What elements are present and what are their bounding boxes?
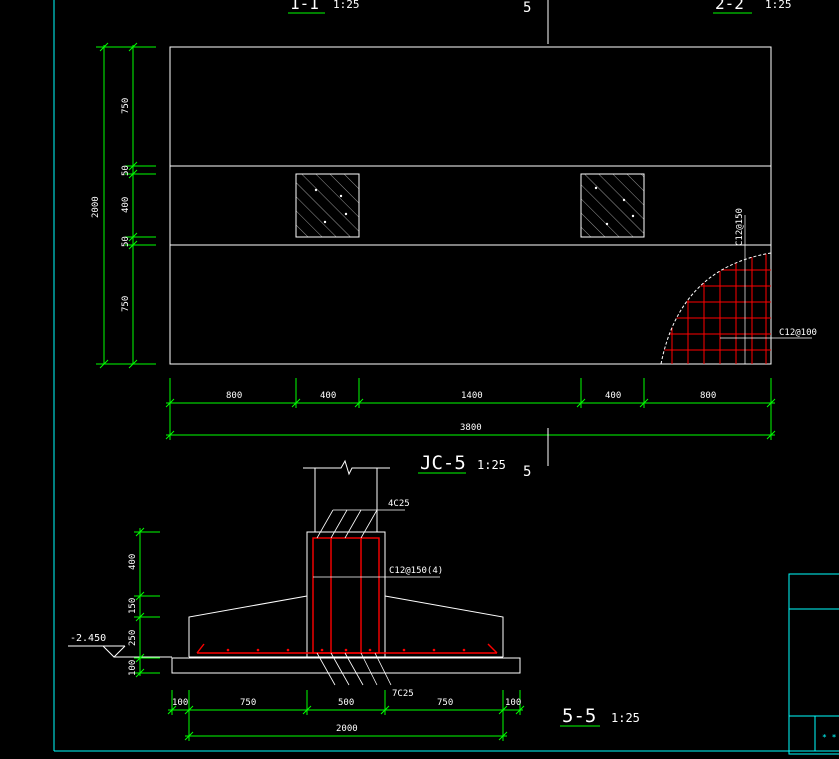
section-outline (171, 531, 521, 674)
plan-dim-bottom-4: 400 (605, 391, 621, 401)
section-dim-left-1: 400 (128, 554, 138, 570)
top-section-number: 5 (523, 0, 531, 16)
section-column-break (303, 459, 390, 532)
svg-text:5: 5 (523, 464, 531, 480)
plan-rebar-side-label: C12@100 (779, 328, 817, 338)
svg-text:JC-5: JC-5 (420, 452, 466, 474)
section-2-2-title: 2-2 1:25 (713, 0, 792, 14)
plan-dim-seg-1: 750 (121, 98, 131, 114)
section-dim-bottom-2: 750 (240, 698, 256, 708)
plan-dim-bottom-5: 800 (700, 391, 716, 401)
plan-dim-bottom-3: 1400 (461, 391, 483, 401)
svg-text:1:25: 1:25 (765, 0, 792, 11)
plan-dim-total-height: 2000 (91, 196, 101, 218)
plan-left-dimension-lines (96, 42, 156, 369)
svg-text:2-2: 2-2 (715, 0, 744, 13)
section-5-5-title: 5-5 1:25 (560, 705, 640, 727)
elevation-marker (68, 645, 172, 658)
svg-text:1:25: 1:25 (333, 0, 360, 11)
plan-dim-seg-2: 50 (121, 165, 131, 176)
plan-dim-seg-3: 400 (121, 197, 131, 213)
section-dim-bottom-1: 100 (172, 698, 188, 708)
svg-text:5-5: 5-5 (562, 705, 596, 727)
title-block (788, 573, 839, 755)
section-rebar-bottom-label: 7C25 (392, 689, 414, 699)
section-1-1-title: 1-1 1:25 (288, 0, 360, 14)
column-right (580, 173, 645, 238)
section-rebar-top-label: 4C25 (388, 499, 410, 509)
section-dim-left-4: 100 (128, 660, 138, 676)
section-rebar-stirrup-label: C12@150(4) (389, 566, 443, 576)
section-dim-left-2: 150 (128, 598, 138, 614)
drawing-frame (53, 0, 839, 752)
plan-bottom-dimension-lines (165, 378, 776, 440)
plan-dim-bottom-2: 400 (320, 391, 336, 401)
plan-outline (169, 46, 772, 365)
svg-text:1:25: 1:25 (477, 458, 506, 472)
section-dim-bottom-5: 100 (505, 698, 521, 708)
section-bottom-dimension-lines (167, 690, 525, 741)
section-leaders (313, 509, 440, 686)
jc5-title: JC-5 1:25 5 (418, 452, 531, 480)
title-block-mark: * * (822, 733, 837, 742)
plan-dim-bottom-1: 800 (226, 391, 242, 401)
plan-dim-seg-5: 750 (121, 296, 131, 312)
section-dim-left-3: 250 (128, 630, 138, 646)
elevation-label: -2.450 (70, 633, 106, 644)
section-dim-bottom-3: 500 (338, 698, 354, 708)
section-left-dimension-lines (134, 527, 160, 678)
column-left (295, 173, 360, 238)
svg-text:1-1: 1-1 (290, 0, 319, 13)
plan-dim-seg-4: 50 (121, 236, 131, 247)
svg-text:1:25: 1:25 (611, 711, 640, 725)
section-rebar (196, 537, 498, 654)
section-rebar-dots (226, 648, 466, 652)
plan-rebar-top-label: C12@150 (735, 208, 745, 246)
section-dim-bottom-total: 2000 (336, 724, 358, 734)
section-dim-bottom-4: 750 (437, 698, 453, 708)
plan-dim-bottom-total: 3800 (460, 423, 482, 433)
